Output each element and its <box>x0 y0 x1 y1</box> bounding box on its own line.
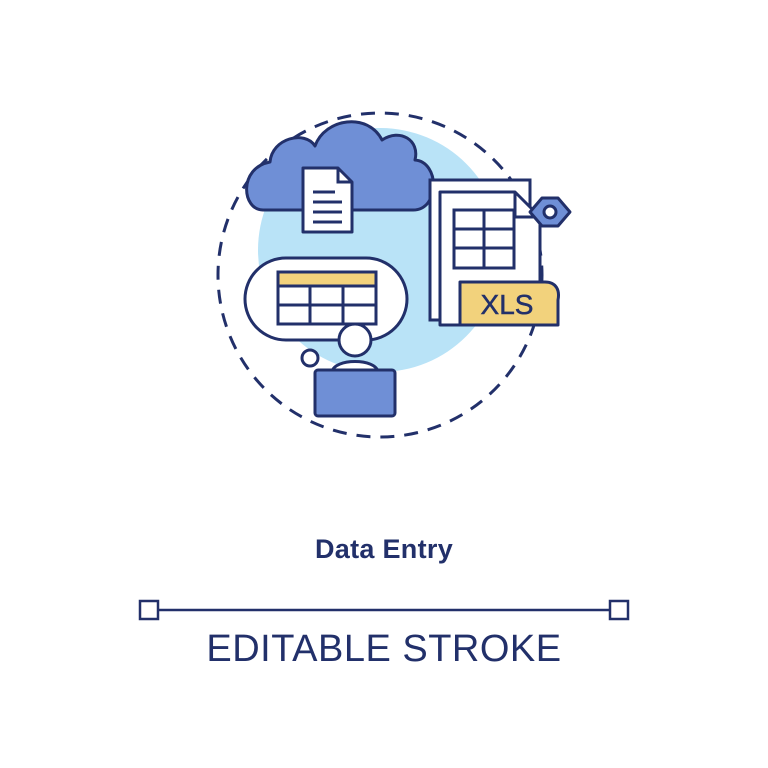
editable-stroke-label: EDITABLE STROKE <box>206 628 562 670</box>
page-title: Data Entry <box>314 534 454 564</box>
laptop-icon <box>313 368 397 418</box>
table-icon <box>276 270 378 326</box>
left-anchor-handle <box>138 599 160 621</box>
cloud-icon <box>245 120 435 212</box>
xls-badge-label: XLS <box>481 289 534 320</box>
right-anchor-handle <box>608 599 630 621</box>
xls-badge: XLS <box>458 280 560 327</box>
editable-stroke-line <box>138 599 630 621</box>
gear-icon <box>528 196 572 228</box>
document-icon <box>301 166 354 234</box>
dashed-circle <box>216 111 544 439</box>
